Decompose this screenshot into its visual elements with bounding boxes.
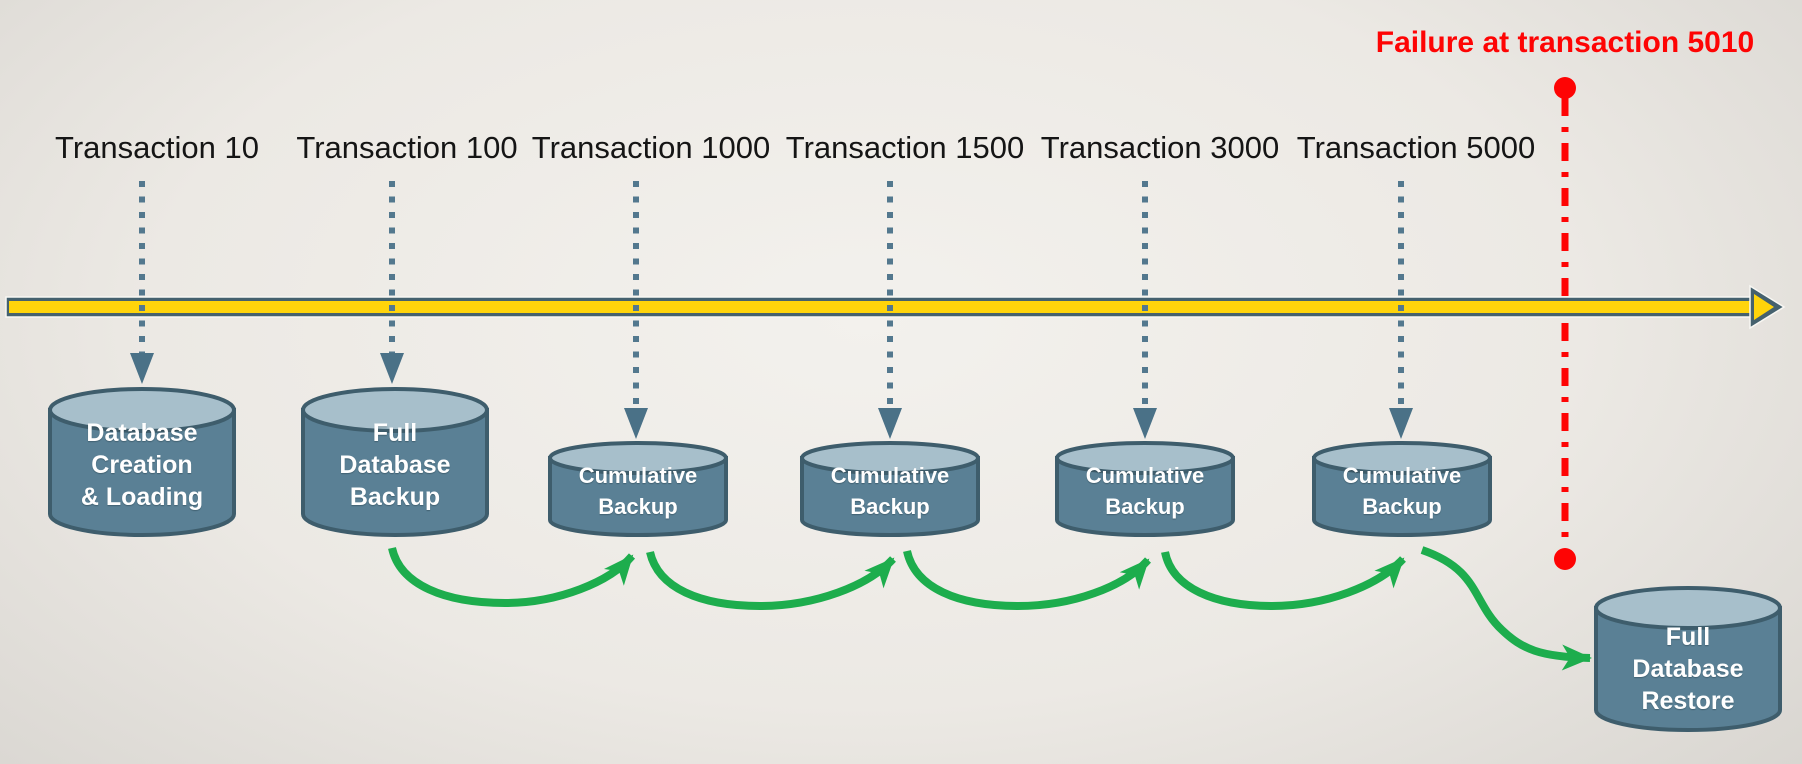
green-arrow-cumulative-1-to-2 — [646, 550, 896, 611]
caption-cumulative-backup-3: Cumulative Backup — [1060, 460, 1230, 522]
failure-annotation: Failure at transaction 5010 — [1375, 26, 1755, 59]
label-transaction-5000: Transaction 5000 — [1296, 130, 1536, 165]
cylinder-cumulative-backup-4 — [1312, 441, 1492, 537]
cylinder-database-creation — [48, 387, 236, 537]
caption-line: Backup — [1105, 494, 1185, 519]
caption-cumulative-backup-1: Cumulative Backup — [553, 460, 723, 522]
transaction-1500-arrowhead — [878, 408, 902, 439]
caption-cumulative-backup-2: Cumulative Backup — [805, 460, 975, 522]
caption-line: Backup — [349, 483, 441, 511]
label-transaction-1000: Transaction 1000 — [531, 130, 771, 165]
cylinder-cumulative-backup-1 — [548, 441, 728, 537]
timeline-bar — [9, 301, 1754, 313]
transaction-3000-arrowhead — [1133, 408, 1157, 439]
failure-marker-bottom-dot — [1554, 548, 1576, 570]
cylinder-full-database-backup — [301, 387, 489, 537]
caption-line: Creation — [91, 451, 193, 479]
label-transaction-100: Transaction 100 — [296, 130, 518, 165]
caption-line: Cumulative — [1085, 463, 1205, 488]
cylinder-full-database-restore — [1594, 586, 1782, 732]
green-arrow-cumulative-2-to-3 — [903, 549, 1151, 611]
caption-line: Database — [86, 419, 198, 447]
green-arrow-cumulative-4-to-restore — [1420, 546, 1592, 671]
caption-line: Full — [372, 419, 418, 447]
transaction-100-arrowhead — [380, 353, 404, 384]
green-arrow-cumulative-3-to-4 — [1161, 550, 1406, 611]
label-transaction-10: Transaction 10 — [55, 130, 259, 165]
transaction-10-arrowhead — [130, 353, 154, 384]
caption-line: Cumulative — [578, 463, 698, 488]
caption-line: & Loading — [80, 483, 204, 511]
cylinder-cumulative-backup-2 — [800, 441, 980, 537]
transaction-1000-arrowhead — [624, 408, 648, 439]
caption-full-database-backup: Full Database Backup — [303, 417, 487, 513]
caption-line: Cumulative — [1342, 463, 1462, 488]
failure-marker-top-dot — [1554, 77, 1576, 99]
caption-line: Full — [1665, 623, 1711, 651]
caption-cumulative-backup-4: Cumulative Backup — [1317, 460, 1487, 522]
green-arrow-backup-to-cumulative-1 — [388, 546, 636, 608]
caption-line: Backup — [850, 494, 930, 519]
caption-line: Restore — [1641, 687, 1735, 715]
transaction-5000-arrowhead — [1389, 408, 1413, 439]
caption-line: Backup — [598, 494, 678, 519]
caption-line: Cumulative — [830, 463, 950, 488]
label-transaction-1500: Transaction 1500 — [785, 130, 1025, 165]
caption-line: Database — [1632, 655, 1744, 683]
caption-full-database-restore: Full Database Restore — [1596, 621, 1780, 717]
caption-line: Backup — [1362, 494, 1442, 519]
cylinder-cumulative-backup-3 — [1055, 441, 1235, 537]
label-transaction-3000: Transaction 3000 — [1040, 130, 1280, 165]
caption-database-creation: Database Creation & Loading — [50, 417, 234, 513]
caption-line: Database — [339, 451, 451, 479]
timeline-arrowhead-fill — [1754, 294, 1774, 320]
